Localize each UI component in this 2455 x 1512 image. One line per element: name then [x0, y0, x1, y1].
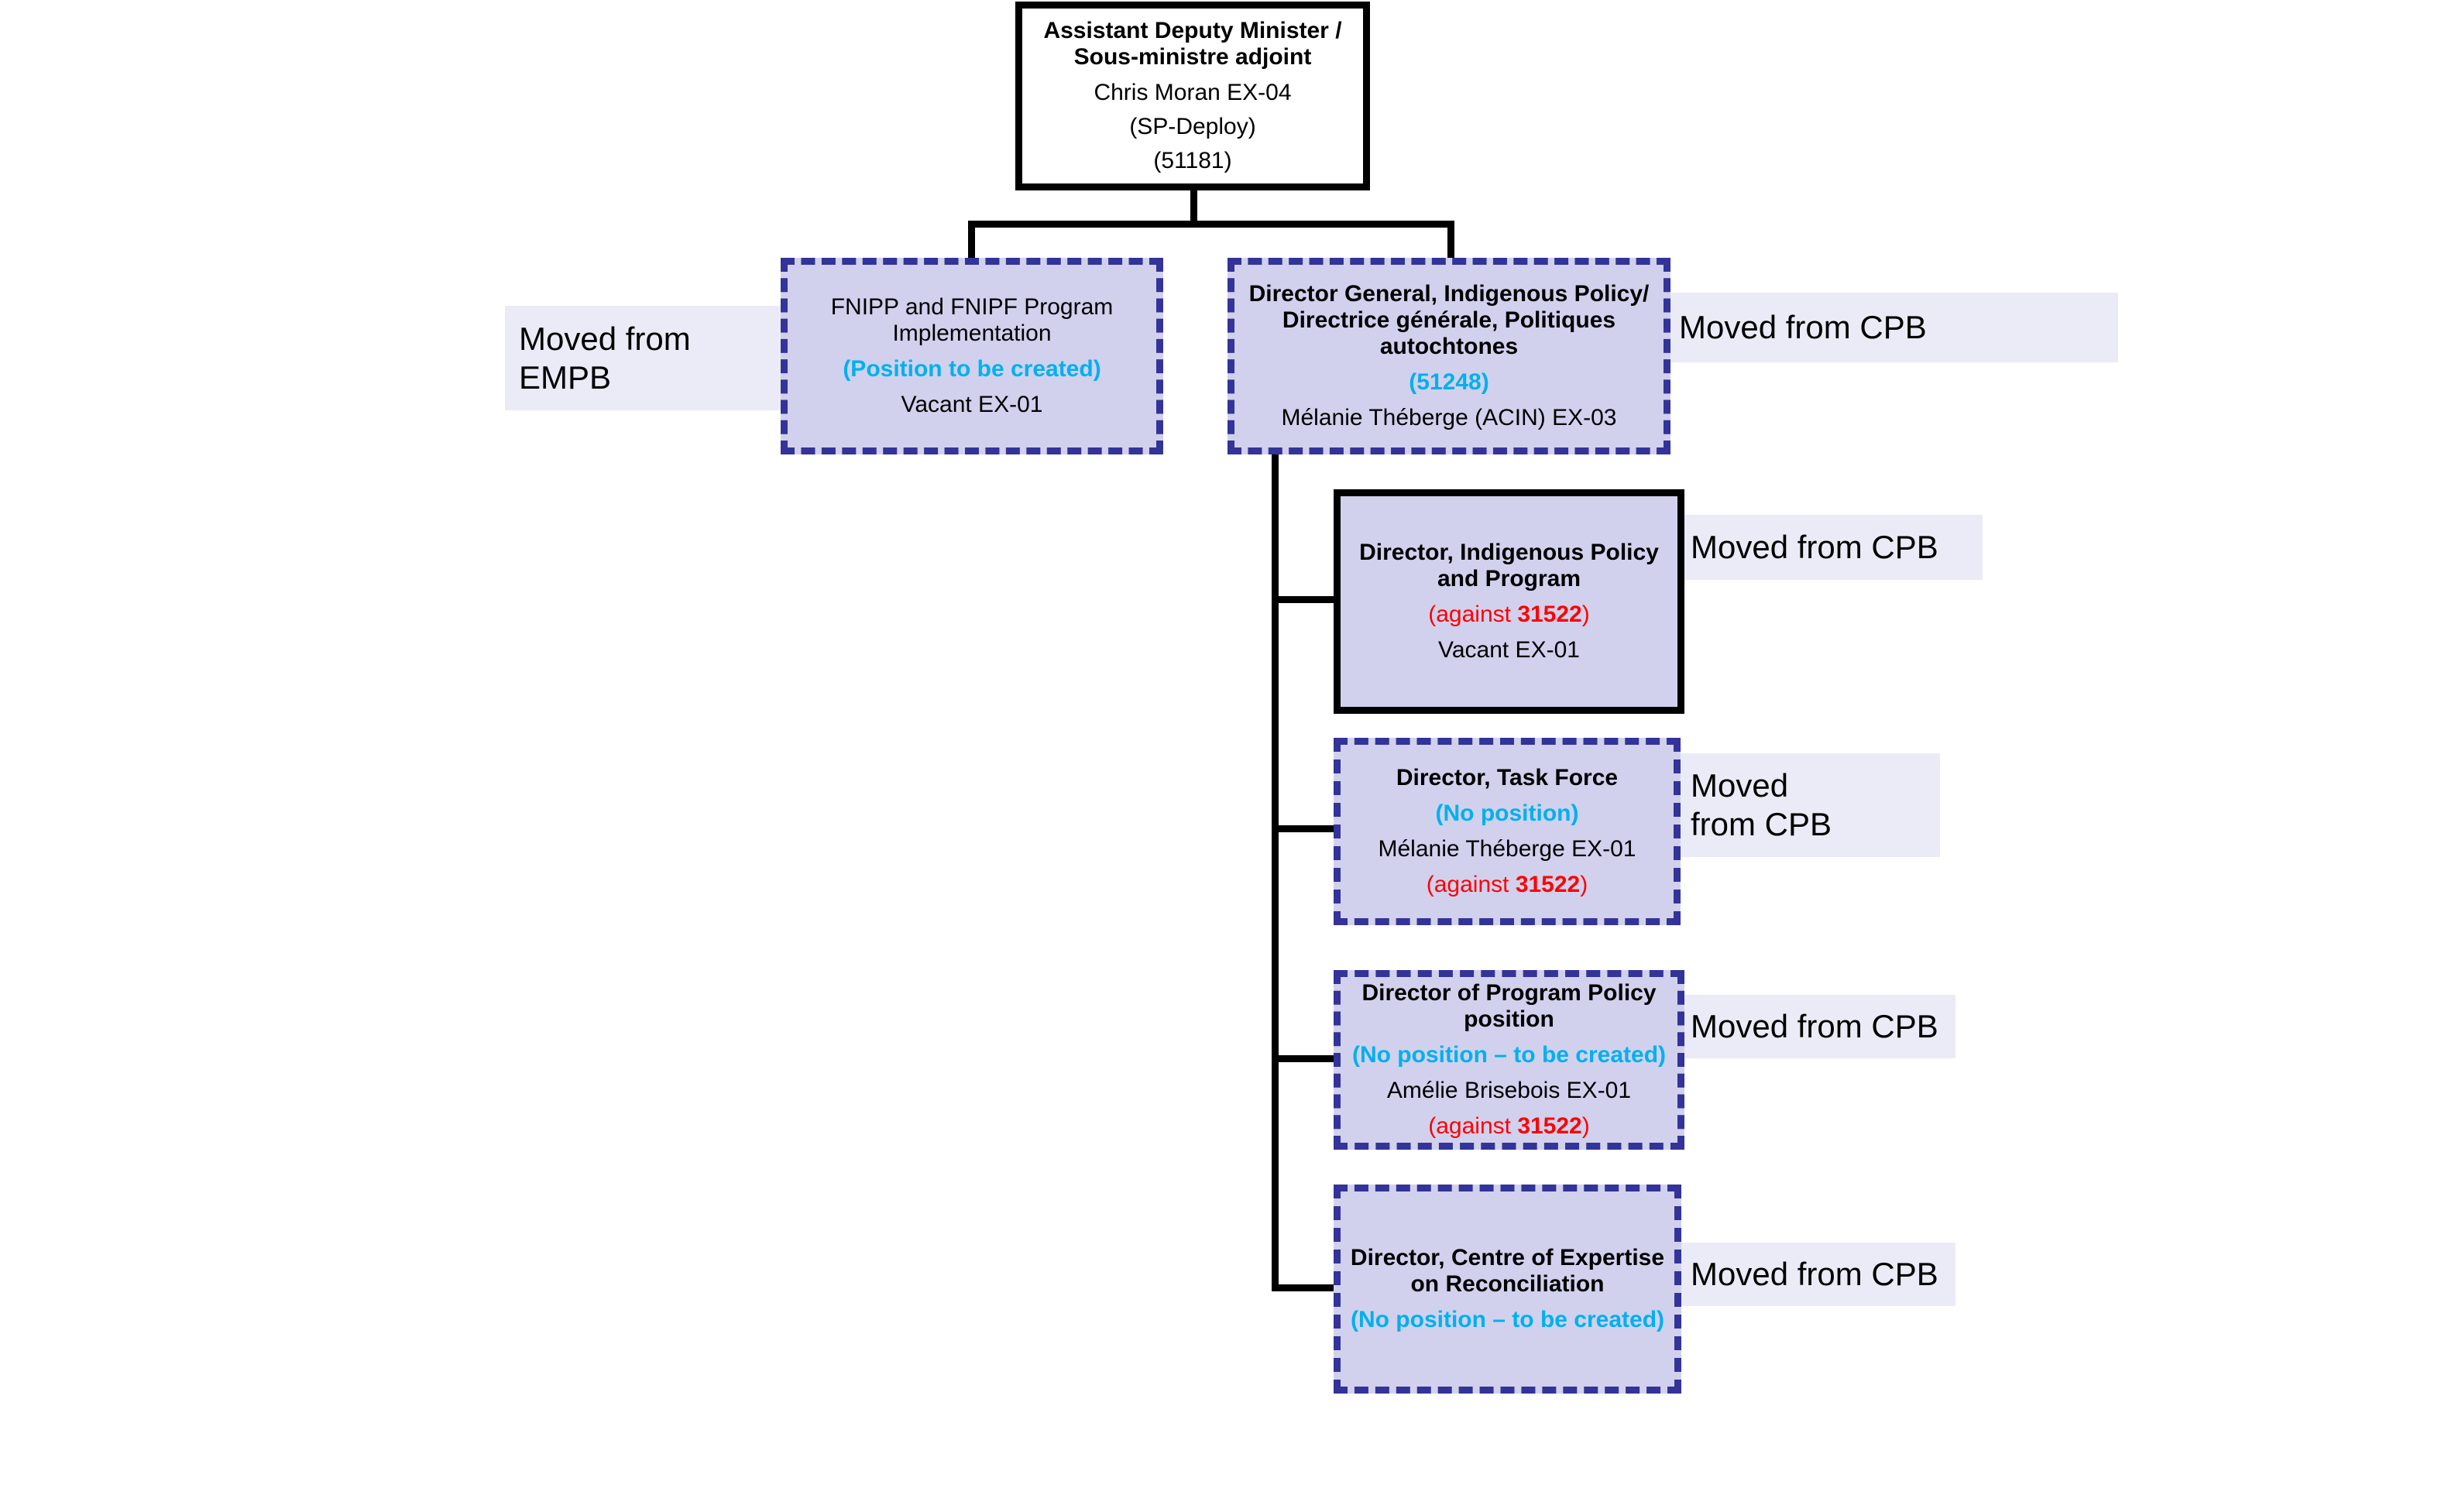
dir-centre-status: (No position – to be created): [1350, 1307, 1665, 1332]
dg-position-number: (51248): [1409, 369, 1489, 395]
fnipp-title: FNIPP and FNIPF Program Implementation: [830, 294, 1114, 346]
dir-policy-box: Director, Indigenous Policy and Program …: [1334, 489, 1684, 714]
dir-centre-box: Director, Centre of Expertise on Reconci…: [1334, 1185, 1681, 1394]
dir-task-against: (against 31522): [1426, 872, 1588, 897]
connector-to-dir-program: [1272, 1055, 1334, 1062]
moved-note-dg: Moved from CPB: [1665, 293, 2118, 362]
adm-box: Assistant Deputy Minister / Sous-ministr…: [1015, 2, 1370, 190]
dir-program-title: Director of Program Policy position: [1361, 980, 1657, 1032]
dg-person: Mélanie Théberge (ACIN) EX-03: [1281, 405, 1617, 430]
dir-task-person: Mélanie Théberge EX-01: [1378, 836, 1636, 862]
dir-program-status: (No position – to be created): [1351, 1042, 1667, 1068]
dir-task-status: (No position): [1435, 801, 1579, 826]
connector-to-dg: [1447, 221, 1454, 263]
dir-program-person: Amélie Brisebois EX-01: [1386, 1078, 1632, 1103]
dir-program-against: (against 31522): [1428, 1113, 1590, 1139]
dg-title: Director General, Indigenous Policy/ Dir…: [1248, 281, 1650, 359]
fnipp-person: Vacant EX-01: [901, 392, 1043, 417]
dir-program-box: Director of Program Policy position (No …: [1334, 970, 1684, 1150]
moved-note-dir-centre: Moved from CPB: [1677, 1243, 1955, 1306]
dg-box: Director General, Indigenous Policy/ Dir…: [1228, 258, 1670, 454]
adm-person: Chris Moran EX-04: [1094, 80, 1292, 105]
connector-root-down: [1190, 186, 1197, 225]
fnipp-status: (Position to be created): [843, 356, 1101, 382]
connector-to-dir-policy: [1272, 596, 1334, 603]
dir-policy-title: Director, Indigenous Policy and Program: [1359, 540, 1659, 591]
connector-dg-trunk: [1272, 449, 1279, 1291]
dir-task-title: Director, Task Force: [1396, 765, 1619, 790]
dir-centre-title: Director, Centre of Expertise on Reconci…: [1350, 1245, 1665, 1297]
adm-position-number: (51181): [1153, 148, 1232, 173]
connector-to-dir-task: [1272, 825, 1334, 832]
moved-note-fnipp: Moved from EMPB: [505, 306, 791, 410]
dir-policy-person: Vacant EX-01: [1438, 637, 1580, 663]
connector-to-dir-centre: [1272, 1284, 1334, 1291]
moved-note-dir-program: Moved from CPB: [1677, 995, 1955, 1058]
connector-to-fnipp: [968, 221, 975, 263]
moved-note-dir-task: Moved from CPB: [1677, 753, 1940, 857]
fnipp-box: FNIPP and FNIPF Program Implementation (…: [781, 258, 1163, 454]
moved-note-dir-policy: Moved from CPB: [1677, 515, 1983, 580]
dir-policy-against: (against 31522): [1428, 602, 1590, 627]
adm-title: Assistant Deputy Minister / Sous-ministr…: [1043, 18, 1342, 70]
dir-task-box: Director, Task Force (No position) Mélan…: [1334, 738, 1681, 925]
adm-note: (SP-Deploy): [1129, 114, 1256, 139]
connector-horizontal-top: [968, 221, 1454, 228]
